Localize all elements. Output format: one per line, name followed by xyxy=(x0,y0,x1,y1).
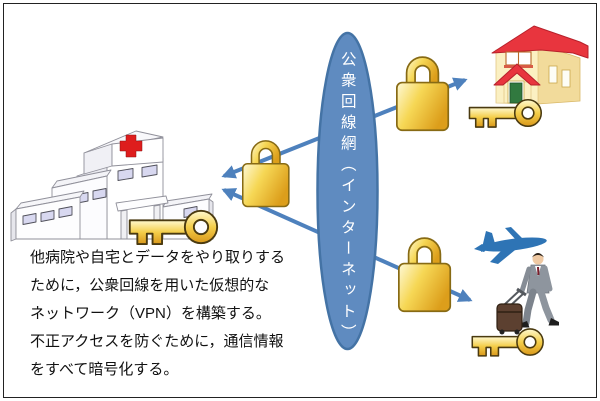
network-label: 公衆回線網（インターネット） xyxy=(338,51,356,345)
padlock-house-icon xyxy=(395,56,450,132)
description-line: ネットワーク（VPN）を構築する。 xyxy=(30,305,271,322)
red-cross-icon xyxy=(119,134,143,158)
suitcase-icon xyxy=(496,287,527,335)
description-line: 不正アクセスを防ぐために，通信情報 xyxy=(30,333,284,350)
padlock-hospital-icon xyxy=(241,140,290,208)
description-text: 他病院や自宅とデータをやり取りする ために，公衆回線を用いた仮想的な ネットワー… xyxy=(30,244,285,384)
description-line: をすべて暗号化する。 xyxy=(30,361,179,378)
description-line: 他病院や自宅とデータをやり取りする xyxy=(30,249,286,266)
key-traveler-icon xyxy=(471,328,544,357)
padlock-traveler-icon xyxy=(397,237,452,313)
house-icon xyxy=(491,25,589,105)
description-line: ために，公衆回線を用いた仮想的な xyxy=(30,277,270,294)
businessman-icon xyxy=(519,253,559,328)
key-house-icon xyxy=(468,98,543,128)
network-ellipse xyxy=(316,31,379,351)
hospital-icon xyxy=(10,130,214,242)
airplane-icon xyxy=(474,227,547,264)
